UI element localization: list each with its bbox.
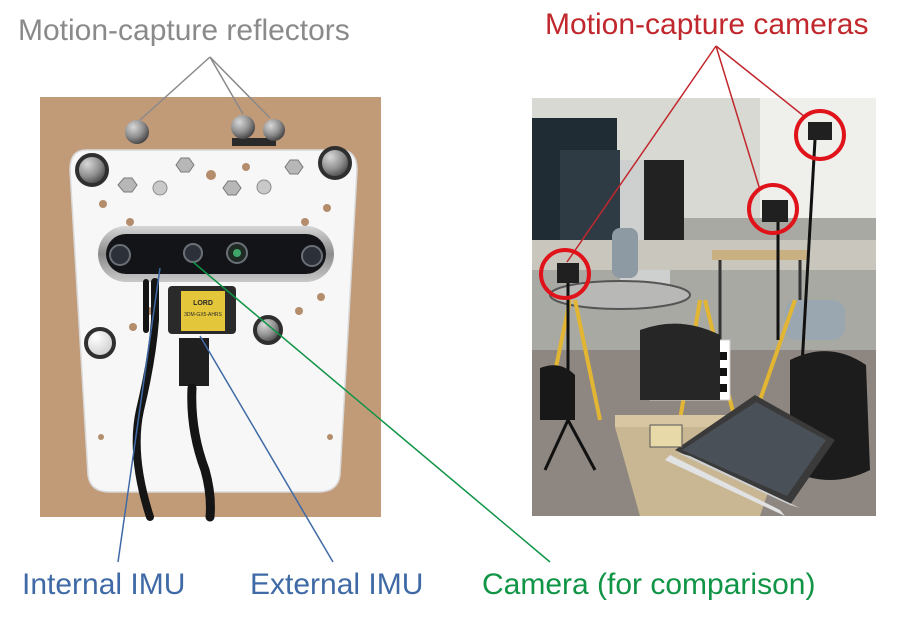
chip-model: 3DM-GX5-AHRS <box>184 312 222 318</box>
internal-imu-label: Internal IMU <box>22 568 186 601</box>
external-imu-chip: LORD 3DM-GX5-AHRS <box>168 286 236 386</box>
external-imu-label: External IMU <box>250 568 424 601</box>
cameras-label: Motion-capture cameras <box>545 8 869 41</box>
laptop <box>665 395 835 516</box>
camera-highlight-circles <box>539 109 846 300</box>
chip-brand: LORD <box>193 300 213 307</box>
motion-capture-lab-photo <box>532 98 876 516</box>
reflectors-label: Motion-capture reflectors <box>18 14 350 47</box>
reflector-markers <box>75 115 352 359</box>
screws <box>117 157 304 196</box>
annotation-lines <box>117 45 806 563</box>
depth-camera <box>98 226 334 282</box>
sensor-rig-photo: LORD 3DM-GX5-AHRS <box>40 97 381 522</box>
plate-holes <box>98 163 333 440</box>
camera-comparison-label: Camera (for comparison) <box>482 568 816 601</box>
